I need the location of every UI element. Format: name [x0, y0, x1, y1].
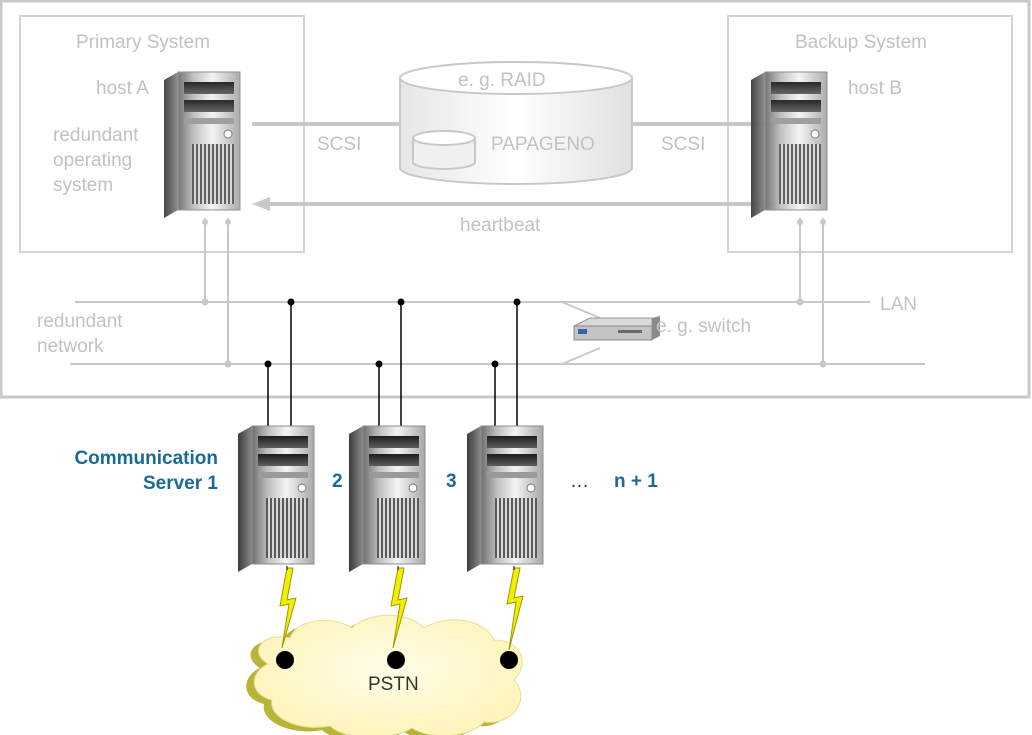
lightning-bolt-icon — [506, 567, 524, 651]
host-a-label: host A — [96, 78, 149, 99]
switch-label: e. g. switch — [656, 316, 751, 337]
scsi-label-right: SCSI — [661, 134, 705, 155]
os-label-line-1: redundant — [53, 125, 139, 146]
tower-server-icon — [750, 71, 828, 219]
cloud-icon — [246, 614, 523, 735]
scsi-label-left: SCSI — [317, 134, 361, 155]
cs-2-label: 2 — [332, 471, 343, 492]
app-label: PAPAGENO — [491, 134, 595, 155]
redundant-network-line-2: network — [37, 336, 104, 357]
lan-label: LAN — [880, 294, 917, 315]
communication-server-1 — [237, 425, 315, 573]
redundant-network-line-1: redundant — [37, 311, 123, 332]
lightning-bolt-icon — [279, 567, 297, 649]
primary-system-box — [19, 15, 305, 253]
database-cylinder-icon — [412, 130, 476, 170]
cs-3-label: 3 — [446, 471, 457, 492]
cs-last-label: n + 1 — [614, 471, 658, 492]
network-junctions — [201, 219, 827, 368]
host-b-label: host B — [848, 78, 902, 99]
heartbeat-label: heartbeat — [460, 215, 541, 236]
communication-server-3 — [466, 425, 544, 573]
heartbeat-arrow-left — [252, 197, 270, 211]
datacenter-frame — [0, 0, 1031, 399]
lightning-bolt-icon — [390, 567, 408, 649]
backup-system-title: Backup System — [795, 32, 927, 53]
cs-1-label-line-1: Communication — [74, 448, 218, 469]
raid-label: e. g. RAID — [458, 70, 546, 91]
pstn-label: PSTN — [368, 674, 419, 695]
os-label-line-2: operating — [53, 150, 132, 171]
cs-ellipsis: … — [570, 471, 589, 492]
primary-system-title: Primary System — [76, 32, 210, 53]
backup-system-box — [727, 15, 1013, 253]
pstn-endpoints — [276, 651, 518, 669]
communication-server-2 — [348, 425, 426, 573]
tower-server-icon — [163, 71, 241, 219]
network-switch-icon — [573, 316, 660, 341]
os-label-line-3: system — [53, 175, 113, 196]
cs-1-label-line-2: Server 1 — [143, 473, 218, 494]
